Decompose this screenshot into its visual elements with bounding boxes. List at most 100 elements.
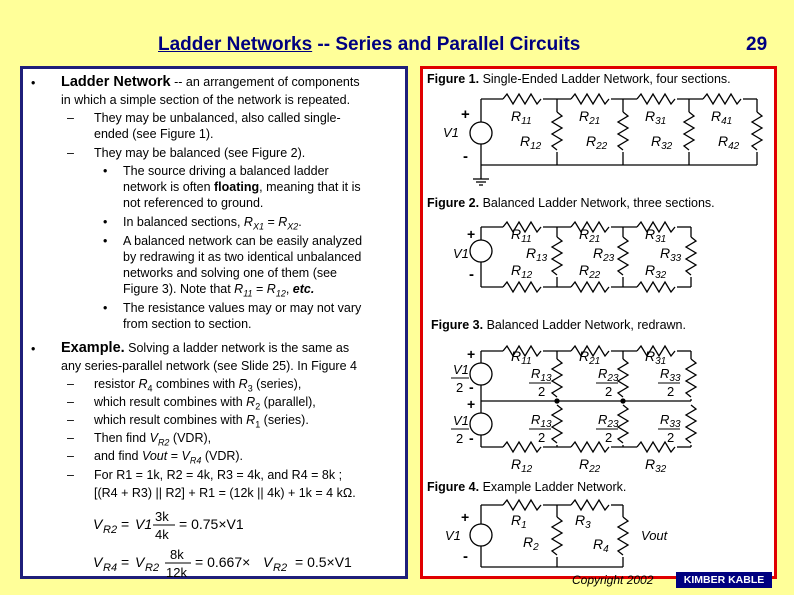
f3-v1-b: V1 [453,413,469,428]
eq2-rest2: = 0.5×V1 [295,554,352,570]
f1-r21: R21 [579,108,600,127]
f3-r12: R12 [511,456,533,475]
f4-r1: R1 [511,512,527,531]
eq1-eq: = [121,516,129,532]
dash-e6: – [67,468,74,482]
slide-number: 29 [746,34,768,55]
kimber-kable-logo: KIMBER KABLE [676,572,772,588]
sub-2: They may be balanced (see Figure 2). [94,146,306,160]
f2-r22: R22 [579,262,601,281]
f3-r23-b: R23 [598,412,619,430]
f3-r33-a: R33 [660,366,681,384]
f2-r11: R11 [511,226,532,245]
d1-line-2: network is often floating, meaning that … [123,180,361,194]
d4-line-1: The resistance values may or may not var… [123,301,362,315]
figure-4-caption: Figure 4. Example Ladder Network. [427,480,627,494]
figure-2-caption: Figure 2. Balanced Ladder Network, three… [427,196,715,210]
f2-minus: - [469,266,474,283]
f3-plus-1: + [467,346,475,362]
f3-r13-b: R13 [531,412,552,430]
circuit-diagrams: + V1 - R11 R12 R21 R22 R31 R32 R41 R42 +… [443,93,763,568]
f3-r13-a: R13 [531,366,552,384]
sub-1-line-2: ended (see Figure 1). [94,127,214,141]
dash-1: – [67,111,74,125]
dash-e5: – [67,449,74,463]
dash-e2: – [67,395,74,409]
e2: which result combines with R2 (parallel)… [94,395,316,412]
f2-r33: R33 [660,245,682,264]
f3-two-a: 2 [456,380,463,395]
d3-line-2: by redrawing it as two identical unbalan… [123,250,362,264]
dot-4: • [103,301,108,315]
f2-r21: R21 [579,226,600,245]
bullet-1: • [31,76,36,90]
eq2-rest1: = 0.667× [195,554,250,570]
eq2-lhs: V [93,554,104,570]
dash-e3: – [67,413,74,427]
f3-r22: R22 [579,456,601,475]
eq2-eq: = [121,554,129,570]
eq1-rest: = 0.75×V1 [179,516,244,532]
dash-e1: – [67,377,74,391]
dot-1: • [103,164,108,178]
f1-v1: V1 [443,125,459,140]
f1-r11: R11 [511,108,532,127]
f4-vout: Vout [641,528,669,543]
f2-r32: R32 [645,262,667,281]
d3-line-4: Figure 3). Note that R11 = R12, etc. [123,282,315,299]
dot-3: • [103,234,108,248]
bullet-1-line-2: in which a simple section of the network… [61,93,351,107]
eq1-v1: V1 [135,516,152,532]
f1-plus: + [461,106,470,123]
eq2-rest-sub: R2 [273,562,287,574]
f4-r3: R3 [575,512,591,531]
eq2-den: 12k [166,565,187,579]
d1-line-3: not referenced to ground. [123,196,264,210]
copyright: Copyright 2002 [572,573,654,587]
f1-r31: R31 [645,108,666,127]
figure-3-caption: Figure 3. Balanced Ladder Network, redra… [431,318,686,332]
f3-two-e: 2 [667,384,674,399]
f3-two-b: 2 [456,431,463,446]
figure-2-circuit [469,221,697,293]
f3-two-c: 2 [538,384,545,399]
f2-r13: R13 [526,245,548,264]
f3-minus-1: - [469,379,474,395]
f3-two-d: 2 [605,384,612,399]
slide-title: Ladder Networks -- Series and Parallel C… [0,34,794,60]
f4-minus: - [463,548,468,565]
text-panel: • Ladder Network -- an arrangement of co… [20,66,408,579]
e6: For R1 = 1k, R2 = 4k, R3 = 4k, and R4 = … [94,468,343,482]
f4-r4: R4 [593,536,609,555]
f3-r23-a: R23 [598,366,619,384]
f1-r22: R22 [586,133,608,152]
e3: which result combines with R1 (series). [94,413,309,430]
f3-minus-2: - [469,430,474,446]
title-text: Ladder Networks -- Series and Parallel C… [158,34,581,55]
f1-minus: - [463,148,468,165]
eq2-num: 8k [170,547,184,562]
dash-2: – [67,146,74,160]
dot-2: • [103,215,108,229]
d4-line-2: from section to section. [123,317,252,331]
figures-panel: Figure 1. Single-Ended Ladder Network, f… [420,66,777,579]
eq2-rest-v: V [263,554,274,570]
f2-r23: R23 [593,245,615,264]
e1: resistor R4 combines with R3 (series), [94,377,302,394]
f3-r32: R32 [645,456,667,475]
f1-r32: R32 [651,133,673,152]
bullet-2: • [31,342,36,356]
f2-r31: R31 [645,226,666,245]
bullet-1-text: Ladder Network -- an arrangement of comp… [61,74,360,90]
bullet-2-text: Example. Solving a ladder network is the… [61,340,350,356]
eq2-v-sub: R2 [145,562,159,574]
d1-line-1: The source driving a balanced ladder [123,164,329,178]
eq1-num: 3k [155,509,169,524]
bullet-2-line-2: any series-parallel network (see Slide 2… [61,359,357,373]
f2-plus: + [467,226,475,242]
f4-plus: + [461,509,469,525]
e5: and find Vout = VR4 (VDR). [94,449,244,466]
f3-two-g: 2 [605,430,612,445]
figure-1-caption: Figure 1. Single-Ended Ladder Network, f… [427,72,731,86]
figure-4-circuit [469,499,629,568]
